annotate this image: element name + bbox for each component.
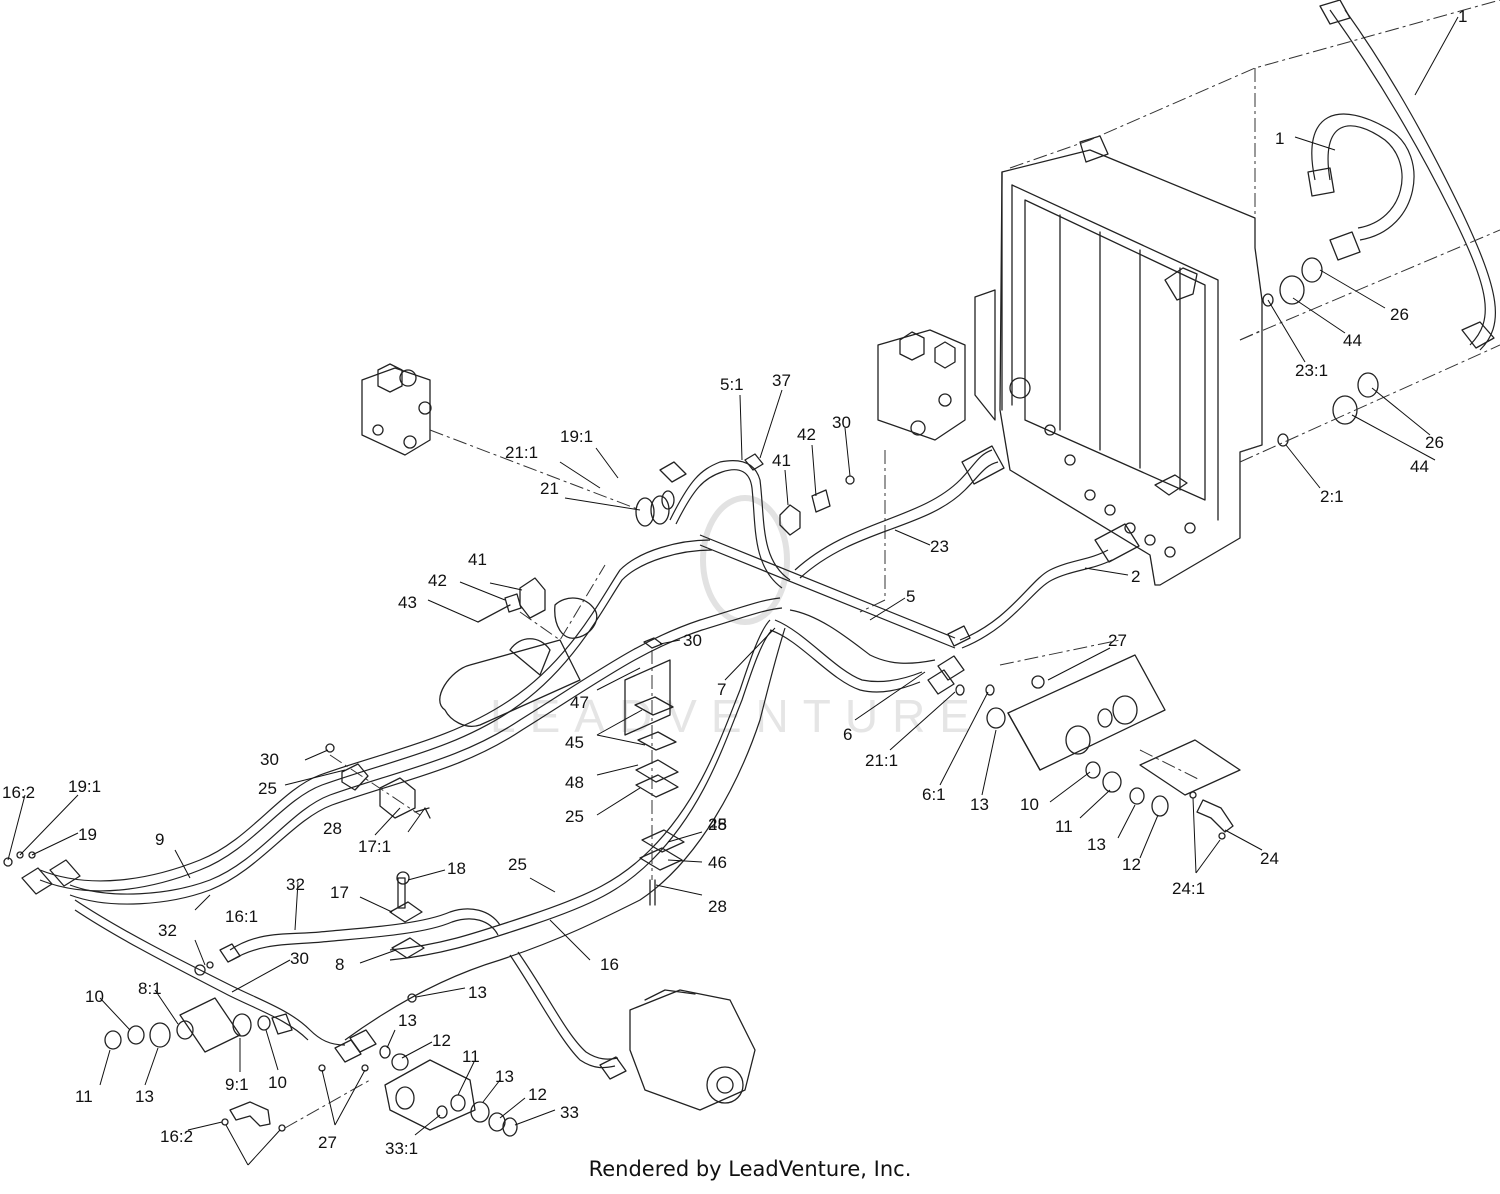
callout-label: 28 [708,897,727,916]
callout-label: 27 [318,1133,337,1152]
fittings-upper [1262,257,1379,447]
callout-label: 28 [323,819,342,838]
callout-label: 47 [570,693,589,712]
callout-label: 17 [330,883,349,902]
callout-label: 24:1 [1172,879,1205,898]
callout-label: 27 [1108,631,1127,650]
callout-label: 46 [708,853,727,872]
control-valve-right [877,329,966,441]
callout-label: 7 [717,680,726,699]
bulkhead-bracket-right [1007,654,1166,771]
callout-label: 13 [1087,835,1106,854]
callout-label: 21:1 [505,443,538,462]
callout-label: 1 [1275,129,1284,148]
callout-label: 16:2 [160,1127,193,1146]
callout-label: 16 [600,955,619,974]
callout-label: 21:1 [865,751,898,770]
oil-cooler-assembly [974,135,1263,586]
callout-label: 1 [1458,7,1467,26]
callout-label: 13 [495,1067,514,1086]
callout-label: 42 [428,571,447,590]
callout-label: 45 [565,733,584,752]
callout-label: 10 [268,1073,287,1092]
callout-label: 21 [540,479,559,498]
callouts: 1 1 26 44 23:1 26 44 2:1 5:1 37 42 30 41… [2,7,1467,1158]
callout-label: 32 [286,875,305,894]
callout-label: 11 [1055,817,1073,836]
callout-label: 9:1 [225,1075,249,1094]
callout-label: 5 [906,587,915,606]
callout-label: 19:1 [68,777,101,796]
callout-label: 30 [290,949,309,968]
hydraulic-tubes [3,445,1140,1069]
callout-label: 16:2 [2,783,35,802]
callout-label: 10 [1020,795,1039,814]
callout-label: 10 [85,987,104,1006]
callout-label: 6:1 [922,785,946,804]
callout-label: 9 [155,830,164,849]
callout-label: 30 [832,413,851,432]
callout-label: 24 [1260,849,1279,868]
control-valve-left [361,363,432,456]
callout-label: 44 [1410,457,1429,476]
callout-label: 48 [565,773,584,792]
callout-label: 33 [560,1103,579,1122]
callout-label: 25 [508,855,527,874]
leader-lines [7,16,1459,1166]
callout-label: 25 [258,779,277,798]
callout-label: 5:1 [720,375,744,394]
callout-label: 43 [398,593,417,612]
callout-label: 41 [468,550,487,569]
callout-label: 12 [528,1085,547,1104]
bulkhead-bracket-lower [318,1029,518,1137]
callout-label: 17:1 [358,837,391,856]
hydraulic-pump [599,989,756,1111]
callout-label: 19:1 [560,427,593,446]
callout-label: 13 [970,795,989,814]
callout-label: 25 [708,815,727,834]
callout-label: 8:1 [138,979,162,998]
clamp-left-upper [477,564,606,641]
callout-label: 30 [683,631,702,650]
callout-label: 16:1 [225,907,258,926]
bulkhead-bracket-left [104,997,293,1053]
callout-label: 8 [335,955,344,974]
callout-label: 12 [1122,855,1141,874]
callout-label: 13 [468,983,487,1002]
callout-label: 18 [447,859,466,878]
callout-label: 23 [930,537,949,556]
callout-label: 11 [462,1047,480,1066]
callout-label: 11 [75,1087,93,1106]
callout-label: 32 [158,921,177,940]
callout-label: 42 [797,425,816,444]
callout-label: 33:1 [385,1139,418,1158]
callout-label: 13 [398,1011,417,1030]
washers-right [955,675,1169,817]
callout-label: 44 [1343,331,1362,350]
callout-label: 2:1 [1320,487,1344,506]
callout-label: 23:1 [1295,361,1328,380]
callout-label: 6 [843,725,852,744]
callout-label: 37 [772,371,791,390]
callout-label: 19 [78,825,97,844]
callout-label: 2 [1131,567,1140,586]
callout-label: 48 [708,815,727,834]
callout-label: 13 [135,1087,154,1106]
leadventure-watermark: LEADVENTURE [490,495,970,742]
callout-label: 25 [565,807,584,826]
callout-label: 41 [772,451,791,470]
footer-credit: Rendered by LeadVenture, Inc. [588,1157,912,1181]
callout-label: 30 [260,750,279,769]
callout-label: 12 [432,1031,451,1050]
callout-label: 26 [1390,305,1409,324]
callout-label: 26 [1425,433,1444,452]
